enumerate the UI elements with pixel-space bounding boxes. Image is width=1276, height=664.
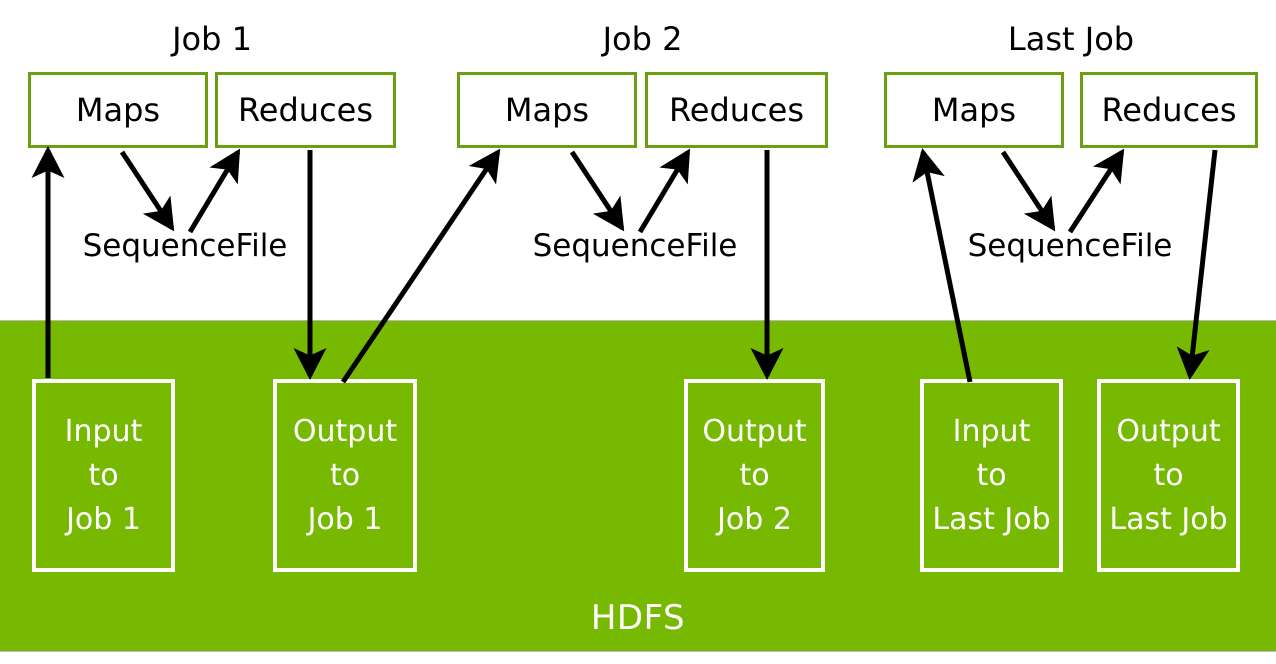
fs-box-line: Job 1 (66, 501, 141, 537)
fs-box-line: Output (1116, 413, 1221, 449)
arrow-maps-job1-to-sequencefile (119, 150, 175, 232)
fs-box-line: Job 1 (307, 501, 383, 537)
job-title-job-1: Job 1 (172, 20, 252, 58)
sequencefile-label-job-2: SequenceFile (532, 228, 738, 264)
fs-box-line: Job 2 (717, 501, 792, 537)
stage-box-maps-job-1[interactable]: Maps (28, 72, 208, 148)
stage-box-reduces-job-1[interactable]: Reduces (215, 72, 396, 148)
fs-box-output-to-last-job[interactable]: Output to Last Job (1097, 379, 1240, 572)
sequencefile-label-last-job: SequenceFile (967, 228, 1173, 264)
fs-box-line: Last Job (932, 501, 1051, 537)
sequencefile-label-job-1: SequenceFile (82, 228, 288, 264)
hdfs-band (0, 320, 1276, 652)
fs-box-line: Output (292, 413, 398, 449)
fs-box-line: Input (64, 413, 143, 449)
fs-box-line: to (329, 457, 361, 493)
arrow-sequencefile-to-reduces-job1 (187, 148, 241, 234)
stage-box-reduces-last-job[interactable]: Reduces (1080, 72, 1258, 148)
job-title-last-job: Last Job (1007, 20, 1135, 58)
fs-box-output-to-job-2[interactable]: Output to Job 2 (684, 379, 825, 572)
fs-box-output-to-job-1[interactable]: Output to Job 1 (273, 379, 417, 572)
arrow-sequencefile-to-reduces-lastjob (1067, 148, 1125, 234)
arrow-maps-lastjob-to-sequencefile (1000, 150, 1056, 232)
arrow-sequencefile-to-reduces-job2 (637, 148, 691, 234)
fs-box-input-to-last-job[interactable]: Input to Last Job (920, 379, 1063, 572)
stage-box-reduces-job-2[interactable]: Reduces (645, 72, 828, 148)
fs-box-line: to (88, 457, 119, 493)
job-title-job-2: Job 2 (602, 20, 683, 58)
fs-box-line: to (976, 457, 1007, 493)
stage-box-maps-last-job[interactable]: Maps (884, 72, 1064, 148)
stage-box-maps-job-2[interactable]: Maps (457, 72, 637, 148)
fs-box-line: to (739, 457, 770, 493)
fs-box-line: Last Job (1109, 501, 1228, 537)
fs-box-line: Input (952, 413, 1031, 449)
fs-box-line: to (1153, 457, 1184, 493)
fs-box-input-to-job-1[interactable]: Input to Job 1 (32, 379, 175, 572)
fs-box-line: Output (702, 413, 807, 449)
arrow-maps-job2-to-sequencefile (569, 150, 625, 232)
hdfs-label: HDFS (590, 598, 686, 638)
